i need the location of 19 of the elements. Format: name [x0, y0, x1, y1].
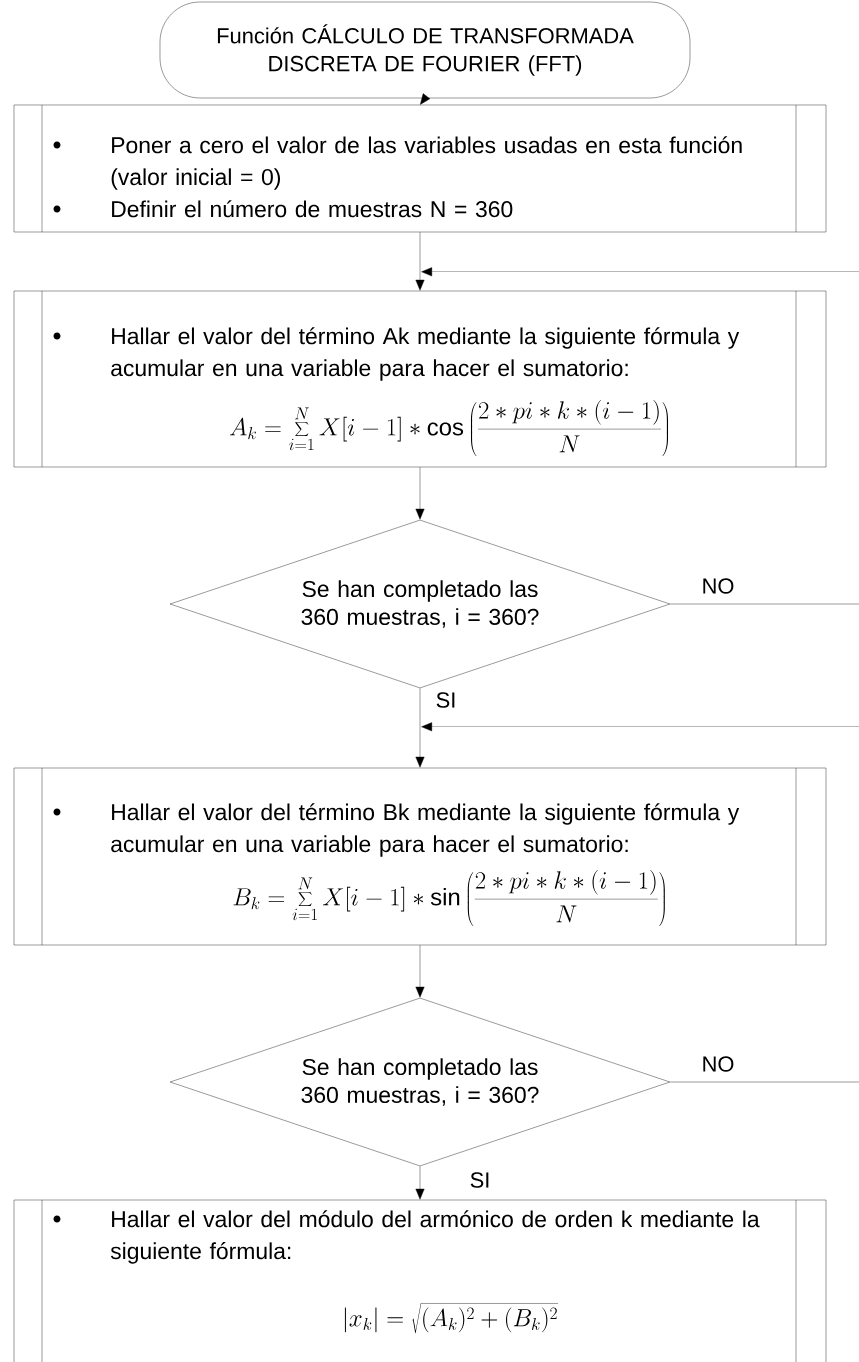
terminator: Función CÁLCULO DE TRANSFORMADA DISCRETA DE FOURIER (FFT) [159, 1, 691, 99]
edge-label: SI [468, 1171, 492, 1189]
edge-label: NO [700, 1055, 736, 1073]
process-box: Hallar el valor del término Ak mediante la siguiente fórmula y acumular en una variable para hacer el sumatorio: $A_k = \sum_{i=1}^{N} X[i-1] * \cos\left(\frac{2 * pi * k * (i-1)}{N}\right)$ [13, 290, 827, 468]
arrow [415, 945, 425, 998]
arrow [421, 267, 859, 277]
arrow [415, 467, 425, 520]
arrow [421, 722, 859, 732]
process-box: Hallar el valor del módulo del armónico de orden k mediante la siguiente fórmula: $\left|x_k\right| = \sqrt{(A_k)^2 + (B_k)^2}$ [13, 1199, 827, 1362]
process-box: Poner a cero el valor de las variables usadas en esta función (valor inicial = 0) Definir el número de muestras N = 360 [13, 104, 827, 233]
node-label: Hallar el valor del módulo del armónico de orden k mediante la siguiente fórmula: [110, 1210, 760, 1264]
arrow [420, 93, 431, 105]
arrow [415, 688, 425, 768]
edge-label: NO [700, 577, 736, 595]
arrow [415, 1166, 425, 1200]
edge-label: SI [434, 691, 458, 709]
arrow [415, 232, 425, 291]
node-label: $\left|x_k\right| = \sqrt{(A_k)^2 + (B_k)^2}$ [344, 1303, 559, 1334]
process-box: Hallar el valor del término Bk mediante la siguiente fórmula y acumular en una variable para hacer el sumatorio: $B_k = \sum_{i=1}^{N} X[i-1] * \sin\left(\frac{2 * pi * k * (i-1)}{N}\right)$ [13, 767, 827, 946]
